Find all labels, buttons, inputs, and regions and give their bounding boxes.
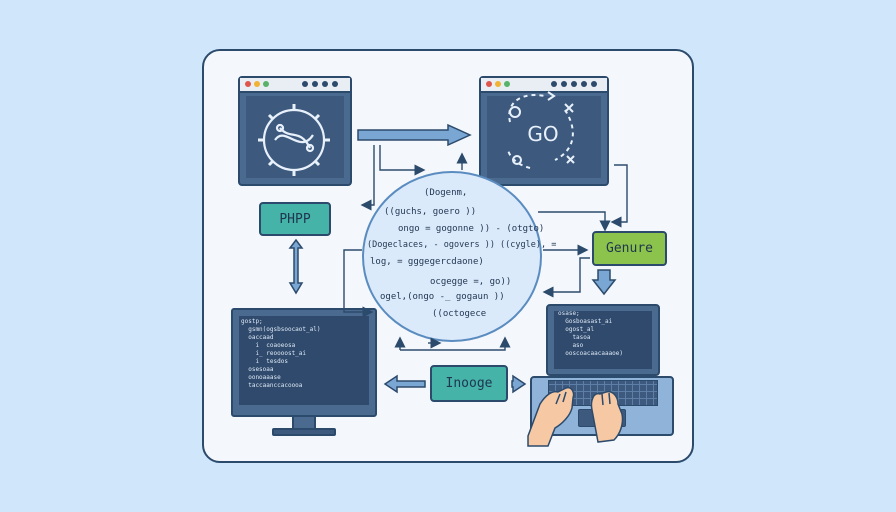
gear-icon	[258, 104, 330, 176]
flow-arrows	[290, 125, 615, 392]
connector-lines	[344, 145, 627, 350]
go-cycle-icon	[508, 92, 574, 168]
hands-typing	[528, 388, 623, 446]
